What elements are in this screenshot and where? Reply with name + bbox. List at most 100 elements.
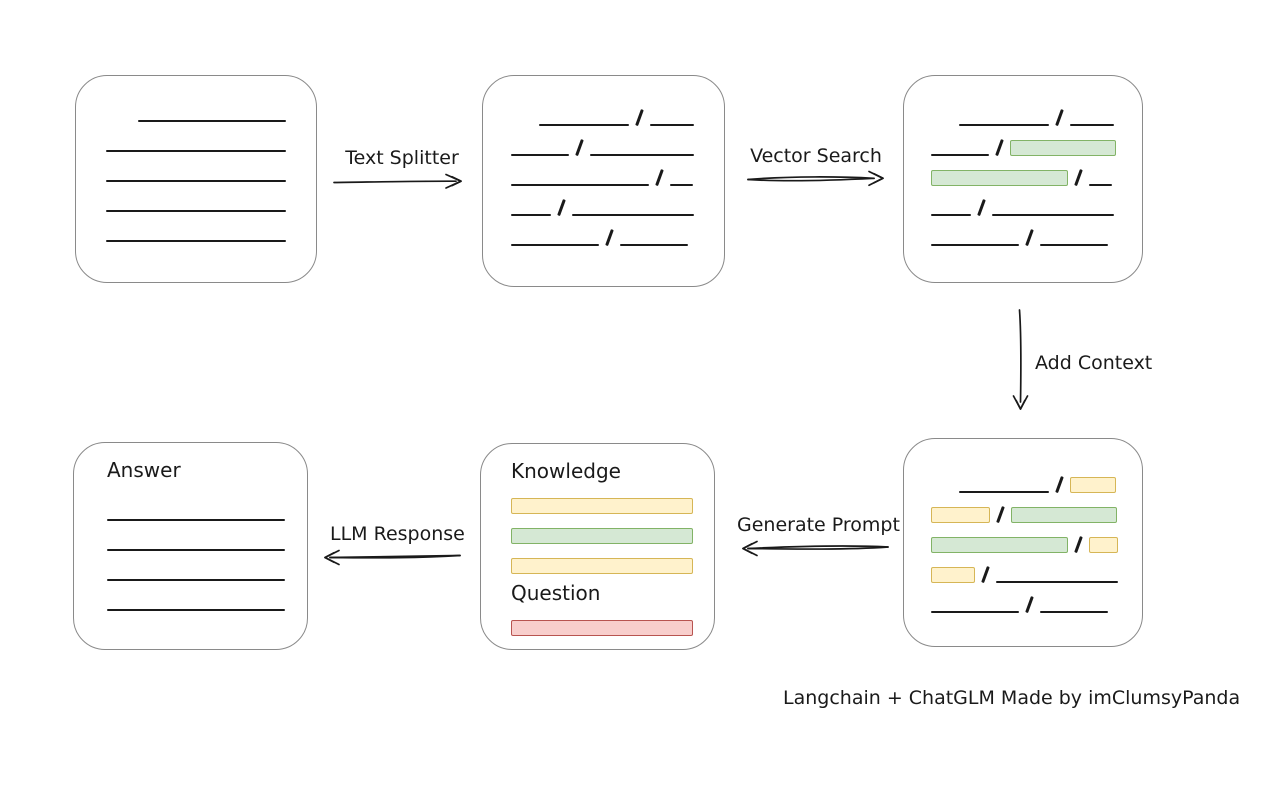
highlight-chunk-red (511, 620, 693, 636)
text-row (106, 92, 316, 122)
text-line-segment (931, 154, 989, 156)
text-line-segment (991, 214, 1114, 216)
text-row (931, 523, 1142, 553)
text-line-segment (511, 214, 551, 216)
generate-prompt-label: Generate Prompt (737, 514, 900, 536)
text-line-segment (1069, 124, 1114, 126)
text-line-segment (571, 214, 694, 216)
text-line-segment (931, 244, 1019, 246)
slash-separator (977, 199, 986, 216)
llm-response-label: LLM Response (330, 523, 465, 545)
answer-label: Answer (107, 458, 181, 482)
slash-separator (1055, 476, 1064, 493)
line-indent-gap (931, 125, 959, 126)
text-line-segment (511, 244, 599, 246)
text-row (107, 491, 307, 521)
text-row (931, 583, 1142, 613)
text-line-segment (107, 579, 285, 581)
question-bar (511, 606, 714, 636)
slash-separator (995, 139, 1004, 156)
text-splitter-label: Text Splitter (345, 147, 459, 169)
text-row (931, 553, 1142, 583)
text-row (107, 551, 307, 581)
slash-separator (981, 566, 990, 583)
text-row (511, 96, 724, 126)
text-line-segment (106, 150, 286, 152)
knowledge-label: Knowledge (511, 459, 621, 483)
text-row (106, 182, 316, 212)
text-row (931, 216, 1142, 246)
text-line-segment (1039, 244, 1108, 246)
highlight-chunk-yellow (931, 507, 990, 523)
add-context-label: Add Context (1035, 352, 1153, 374)
text-line-segment (106, 240, 286, 242)
highlight-chunk-yellow (931, 567, 975, 583)
text-line-segment (106, 180, 286, 182)
vector-search-arrow (747, 170, 884, 187)
line-indent-gap (511, 125, 539, 126)
text-row (931, 126, 1142, 156)
slash-separator (655, 169, 664, 186)
text-line-segment (107, 609, 285, 611)
split-chunk-lines (511, 96, 724, 246)
slash-separator (1074, 169, 1083, 186)
slash-separator (1055, 109, 1064, 126)
text-row (107, 581, 307, 611)
text-line-segment (1088, 184, 1112, 186)
knowledge-bars (511, 484, 714, 574)
split-chunks-box (482, 75, 725, 287)
text-row (106, 212, 316, 242)
question-label: Question (511, 581, 601, 605)
highlight-chunk-green (1009, 140, 1116, 156)
answer-box: Answer (73, 442, 308, 650)
text-row (511, 216, 724, 246)
text-line-segment (1039, 611, 1108, 613)
text-line-segment (511, 184, 649, 186)
prompt-box: Knowledge Question (480, 443, 715, 650)
text-line-segment (539, 124, 629, 126)
text-line-segment (959, 491, 1049, 493)
slash-separator (557, 199, 566, 216)
text-row (931, 156, 1142, 186)
line-indent-gap (106, 121, 138, 122)
context-merged-box (903, 438, 1143, 647)
vector-search-label: Vector Search (750, 145, 882, 167)
text-line-segment (649, 124, 694, 126)
text-line-segment (107, 519, 285, 521)
footer-credit: Langchain + ChatGLM Made by imClumsyPand… (783, 687, 1241, 709)
vector-matched-box (903, 75, 1143, 283)
text-line-segment (669, 184, 693, 186)
highlight-chunk-yellow (511, 558, 693, 574)
text-line-segment (106, 210, 286, 212)
text-row (106, 122, 316, 152)
document-lines (106, 92, 316, 242)
highlight-chunk-green (1010, 507, 1117, 523)
highlight-chunk-green (511, 528, 693, 544)
highlight-chunk-yellow (511, 498, 693, 514)
text-row (931, 186, 1142, 216)
text-row (511, 186, 724, 216)
text-row (106, 152, 316, 182)
text-line-segment (619, 244, 688, 246)
slash-separator (1025, 596, 1034, 613)
vector-matched-lines (931, 96, 1142, 246)
text-line-segment (995, 581, 1118, 583)
text-row (931, 463, 1142, 493)
text-line-segment (511, 154, 569, 156)
context-merged-lines (931, 463, 1142, 613)
text-row (511, 606, 714, 636)
highlight-chunk-yellow (1069, 477, 1116, 493)
text-row (511, 156, 724, 186)
text-row (931, 493, 1142, 523)
text-line-segment (931, 214, 971, 216)
text-row (511, 514, 714, 544)
text-row (511, 484, 714, 514)
highlight-chunk-yellow (1088, 537, 1118, 553)
highlight-chunk-green (931, 537, 1068, 553)
text-line-segment (138, 120, 286, 122)
text-line-segment (107, 549, 285, 551)
generate-prompt-arrow (742, 540, 889, 557)
source-document-box (75, 75, 317, 283)
text-row (511, 544, 714, 574)
text-row (511, 126, 724, 156)
